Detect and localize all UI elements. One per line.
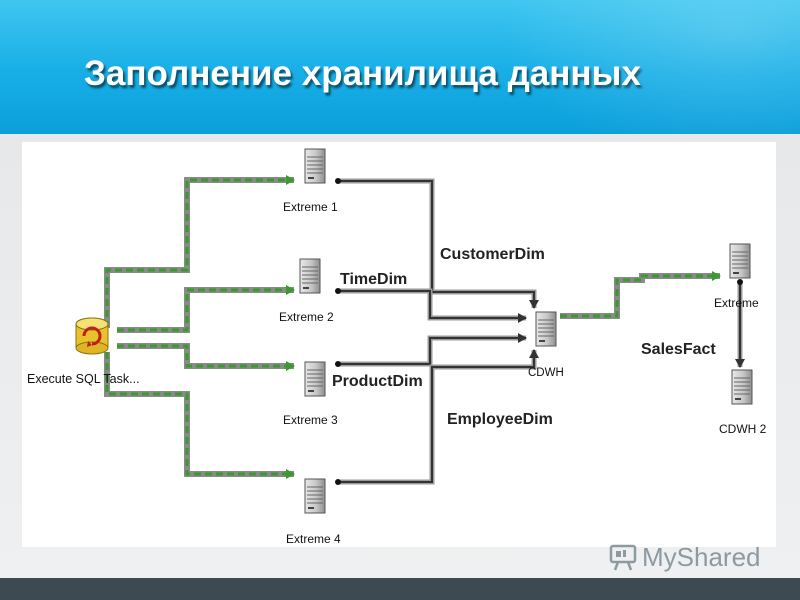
node-label-extreme1: Extreme 1 (283, 200, 338, 214)
execute-sql-task-label: Execute SQL Task... (27, 372, 140, 386)
flow-label-employeedim: EmployeeDim (447, 411, 553, 428)
flow-label-salesfact: SalesFact (641, 341, 716, 358)
precedence-to-extreme4 (104, 352, 295, 479)
data-flows (335, 178, 745, 485)
server-icon-extreme4[interactable] (304, 478, 326, 514)
node-label-extreme2: Extreme 2 (279, 310, 334, 324)
slide-header: Заполнение хранилища данных (0, 0, 800, 134)
node-label-extreme: Extreme (714, 296, 759, 310)
footer-bar (0, 578, 800, 600)
package-diagram: Execute SQL Task... Extreme 1 Extreme 2 … (22, 142, 776, 547)
flow-label-customerdim: CustomerDim (440, 246, 545, 263)
flow-label-productdim: ProductDim (332, 373, 423, 390)
precedence-to-extreme2 (117, 285, 295, 333)
flow-employeedim (335, 349, 539, 485)
server-icon-cdwh[interactable] (535, 311, 557, 347)
flow-label-timedim: TimeDim (340, 271, 407, 288)
server-icon-extreme2[interactable] (299, 258, 321, 294)
precedence-constraints (104, 175, 721, 479)
node-label-extreme4: Extreme 4 (286, 532, 341, 546)
node-label-cdwh: CDWH (528, 367, 564, 379)
slide-title: Заполнение хранилища данных (84, 54, 641, 93)
server-icon-extreme1[interactable] (304, 148, 326, 184)
flow-salesfact (735, 279, 745, 368)
server-icon-extreme[interactable] (729, 243, 751, 279)
precedence-cdwh-to-extreme (560, 271, 721, 319)
precedence-to-extreme3 (117, 343, 295, 371)
watermark-text: MyShared (642, 541, 761, 572)
node-label-extreme3: Extreme 3 (283, 413, 338, 427)
flow-productdim (335, 333, 527, 367)
node-label-cdwh2: CDWH 2 (719, 422, 767, 436)
presentation-icon (609, 544, 637, 571)
flow-timedim (335, 288, 527, 323)
server-icon-cdwh2[interactable] (731, 369, 753, 405)
server-icon-extreme3[interactable] (304, 361, 326, 397)
watermark: MyShared (608, 540, 761, 574)
diagram-canvas: Execute SQL Task... Extreme 1 Extreme 2 … (27, 148, 767, 546)
precedence-to-extreme1 (104, 175, 295, 328)
execute-sql-task-icon[interactable] (75, 317, 109, 355)
